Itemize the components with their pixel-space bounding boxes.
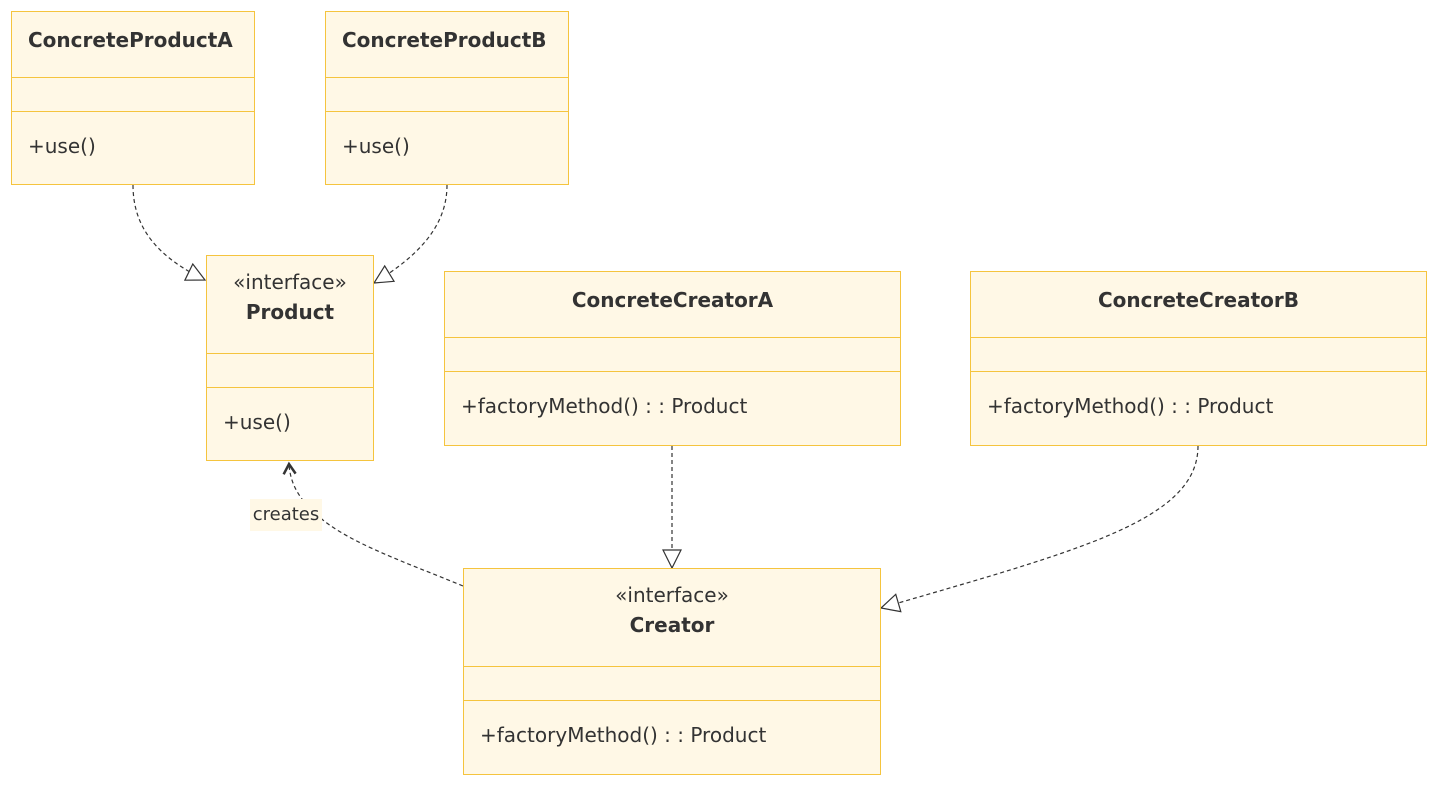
class-header: «interface» Product xyxy=(207,256,373,354)
class-name: Creator xyxy=(629,613,715,637)
class-name: ConcreteCreatorB xyxy=(1097,288,1300,312)
stereotype-label: «interface» xyxy=(233,270,347,294)
attributes-compartment xyxy=(971,338,1426,372)
class-name: Product xyxy=(245,300,335,324)
class-name: ConcreteProductB xyxy=(342,28,547,52)
class-concrete-product-a[interactable]: ConcreteProductA +use() xyxy=(11,11,255,185)
creates-label: creates xyxy=(250,499,322,531)
attributes-compartment xyxy=(445,338,900,372)
operation-use: +use() xyxy=(28,134,96,158)
class-header: ConcreteProductB xyxy=(326,12,568,78)
operation-factory-method: +factoryMethod() : : Product xyxy=(480,723,767,747)
operation-use: +use() xyxy=(223,410,291,434)
class-name: ConcreteProductA xyxy=(28,28,233,52)
attributes-compartment xyxy=(12,78,254,112)
stereotype-label: «interface» xyxy=(615,583,729,607)
operation-factory-method: +factoryMethod() : : Product xyxy=(987,394,1274,418)
interface-creator[interactable]: «interface» Creator +factoryMethod() : :… xyxy=(463,568,881,775)
realization-creator-b-to-creator xyxy=(879,445,1199,613)
class-concrete-product-b[interactable]: ConcreteProductB +use() xyxy=(325,11,569,185)
class-header: ConcreteCreatorA xyxy=(445,272,900,338)
realization-product-a-to-product xyxy=(132,184,207,281)
class-concrete-creator-a[interactable]: ConcreteCreatorA +factoryMethod() : : Pr… xyxy=(444,271,901,446)
realization-product-b-to-product xyxy=(372,184,448,284)
class-concrete-creator-b[interactable]: ConcreteCreatorB +factoryMethod() : : Pr… xyxy=(970,271,1427,446)
class-name: ConcreteCreatorA xyxy=(571,288,774,312)
operation-use: +use() xyxy=(342,134,410,158)
attributes-compartment xyxy=(326,78,568,112)
operation-factory-method: +factoryMethod() : : Product xyxy=(461,394,748,418)
attributes-compartment xyxy=(207,354,373,388)
interface-product[interactable]: «interface» Product +use() xyxy=(206,255,374,461)
class-header: «interface» Creator xyxy=(464,569,880,667)
attributes-compartment xyxy=(464,667,880,701)
class-header: ConcreteCreatorB xyxy=(971,272,1426,338)
class-header: ConcreteProductA xyxy=(12,12,254,78)
